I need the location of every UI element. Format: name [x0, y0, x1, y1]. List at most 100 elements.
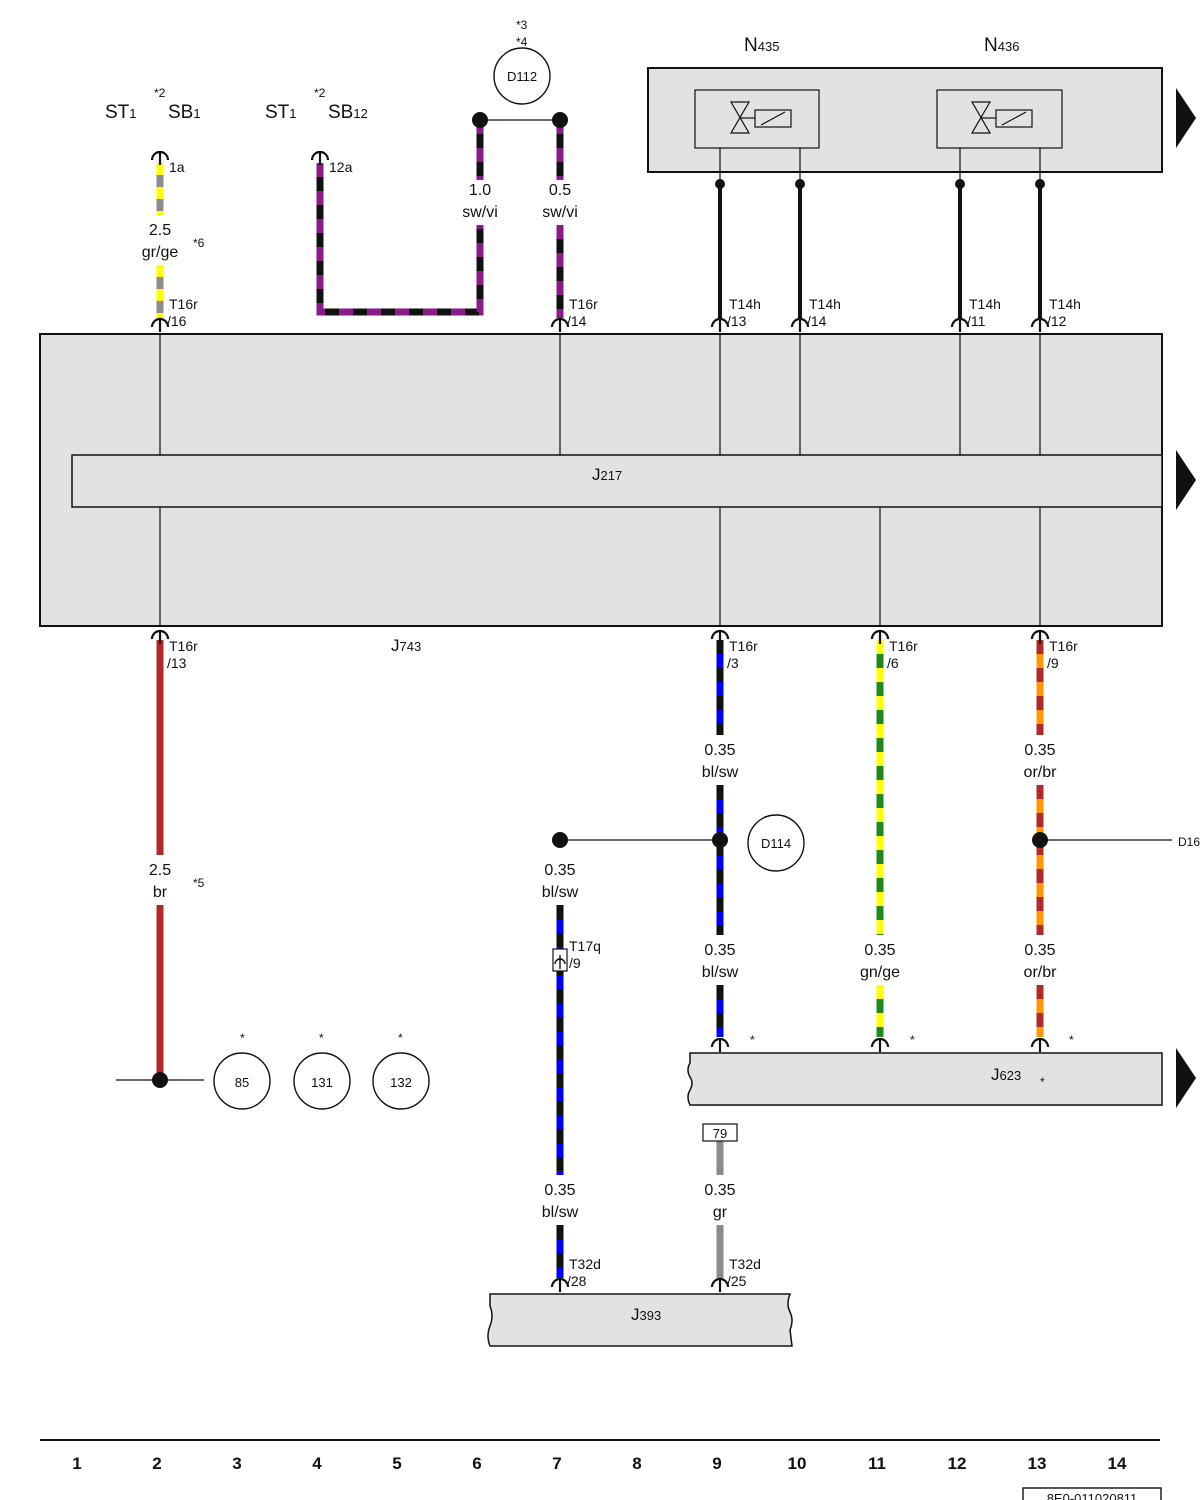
wire-size-label: 2.5: [149, 222, 171, 239]
wire-sw-vi: [316, 163, 484, 316]
wire-color-label: bl/sw: [542, 1204, 579, 1221]
continuation-arrow-icon: [1176, 88, 1196, 148]
pin-label: /13: [167, 655, 187, 671]
footnote-marker: *5: [193, 876, 205, 890]
pin-label: /25: [727, 1273, 747, 1289]
pin-label: T16r: [1049, 638, 1078, 654]
connector-icon: [870, 1037, 890, 1052]
wire-color-label: bl/sw: [542, 884, 579, 901]
wire-color-label: sw/vi: [542, 204, 578, 221]
pin-label: /14: [567, 313, 587, 329]
d114-label: D114: [761, 836, 791, 851]
connector-icon: [1030, 1037, 1050, 1052]
column-number: 1: [72, 1454, 81, 1473]
ref-131-label: 131: [311, 1075, 333, 1090]
pin-label: /28: [567, 1273, 587, 1289]
pin-label: T16r: [889, 638, 918, 654]
connector-icon: [1030, 317, 1050, 332]
doc-code-box: [1022, 1487, 1162, 1500]
column-number: 9: [712, 1454, 721, 1473]
column-number: 14: [1108, 1454, 1127, 1473]
j743-label: J743: [391, 636, 421, 655]
n435-valve-icon: [729, 101, 792, 134]
n436-label: N436: [984, 35, 1019, 56]
junction-dot: [552, 112, 568, 128]
wire-segments: [156, 120, 1044, 1278]
wire-color-label: sw/vi: [462, 204, 498, 221]
wire-color-label: gr/ge: [142, 244, 179, 261]
n435-valve-box: [694, 89, 820, 149]
footnote-marker: *: [910, 1033, 915, 1047]
pin-label-group: 1a 12a T16r /16 T16r /14 T14h /13 T14h /…: [167, 159, 1081, 1289]
connector-icon: [790, 317, 810, 332]
ref-132-label: 132: [390, 1075, 412, 1090]
junction-dot: [552, 832, 568, 848]
connector-icon: [950, 317, 970, 332]
connector-icon: [550, 317, 570, 332]
column-number: 2: [152, 1454, 161, 1473]
ref-box-79: [702, 1123, 738, 1142]
d114-circle: [747, 814, 805, 872]
ref-131-circle: [293, 1052, 351, 1110]
column-number: 3: [232, 1454, 241, 1473]
column-number: 5: [392, 1454, 401, 1473]
junction-dot: [1032, 832, 1048, 848]
ref-box-79-label: 79: [713, 1126, 727, 1141]
wire-size-label: 0.35: [1024, 942, 1055, 959]
junction-dot: [715, 179, 725, 189]
wire-color-label: bl/sw: [702, 764, 739, 781]
n435-label: N435: [744, 35, 779, 56]
wire-color-label: gr: [713, 1204, 728, 1221]
connector-symbols: [150, 150, 1050, 1292]
j217-module-frame: [71, 454, 1163, 508]
junction-dot: [795, 179, 805, 189]
doc-code: 8E0-011020811: [1047, 1491, 1138, 1500]
st1-label: ST1: [265, 102, 297, 123]
d112-circle: [493, 47, 551, 105]
footnote-marker: *2: [314, 86, 326, 100]
column-number: 8: [632, 1454, 641, 1473]
junction-dots: [152, 112, 1048, 1088]
st1-label: ST1: [105, 102, 137, 123]
wire-size-label: 0.35: [864, 942, 895, 959]
column-number: 12: [948, 1454, 967, 1473]
pin-label: T32d: [569, 1256, 601, 1272]
pin-label: T14h: [809, 296, 841, 312]
j217-label: J217: [592, 465, 622, 484]
column-number: 10: [788, 1454, 807, 1473]
wire-size-label: 0.35: [1024, 742, 1055, 759]
pin-label: T14h: [1049, 296, 1081, 312]
pin-label: /11: [967, 313, 986, 329]
footnote-marker: *: [240, 1031, 245, 1045]
junction-dot: [472, 112, 488, 128]
wire-color-label: bl/sw: [702, 964, 739, 981]
pin-label: /12: [1047, 313, 1067, 329]
wire-size-label: 0.35: [704, 942, 735, 959]
wire-size-label: 2.5: [149, 862, 171, 879]
connector-icon: [710, 1277, 730, 1292]
wire-color-label: or/br: [1024, 964, 1058, 981]
connector-icon: [1030, 629, 1050, 644]
wire-color-label: gn/ge: [860, 964, 900, 981]
sb1-label: SB1: [168, 102, 201, 123]
column-number: 6: [472, 1454, 481, 1473]
pin-label: T14h: [729, 296, 761, 312]
pin-label: 1a: [169, 159, 185, 175]
footnote-marker: *2: [154, 86, 166, 100]
d112-label: D112: [507, 69, 537, 84]
pin-label: 12a: [329, 159, 353, 175]
column-number: 4: [312, 1454, 322, 1473]
footnote-marker: *: [319, 1031, 324, 1045]
wire-color-label: or/br: [1024, 764, 1058, 781]
column-number: 11: [868, 1454, 886, 1473]
pin-label: T16r: [169, 296, 198, 312]
pin-label: /16: [167, 313, 187, 329]
wire-label-group: 2.5 gr/ge 1.0 sw/vi 0.5 sw/vi 2.5 br 0.3…: [142, 182, 1057, 1221]
n436-valve-icon: [970, 101, 1033, 134]
column-number: 7: [552, 1454, 561, 1473]
internal-wires: [116, 119, 1172, 1081]
footnote-marker: *: [1040, 1075, 1045, 1089]
footnote-marker: *: [1069, 1033, 1074, 1047]
